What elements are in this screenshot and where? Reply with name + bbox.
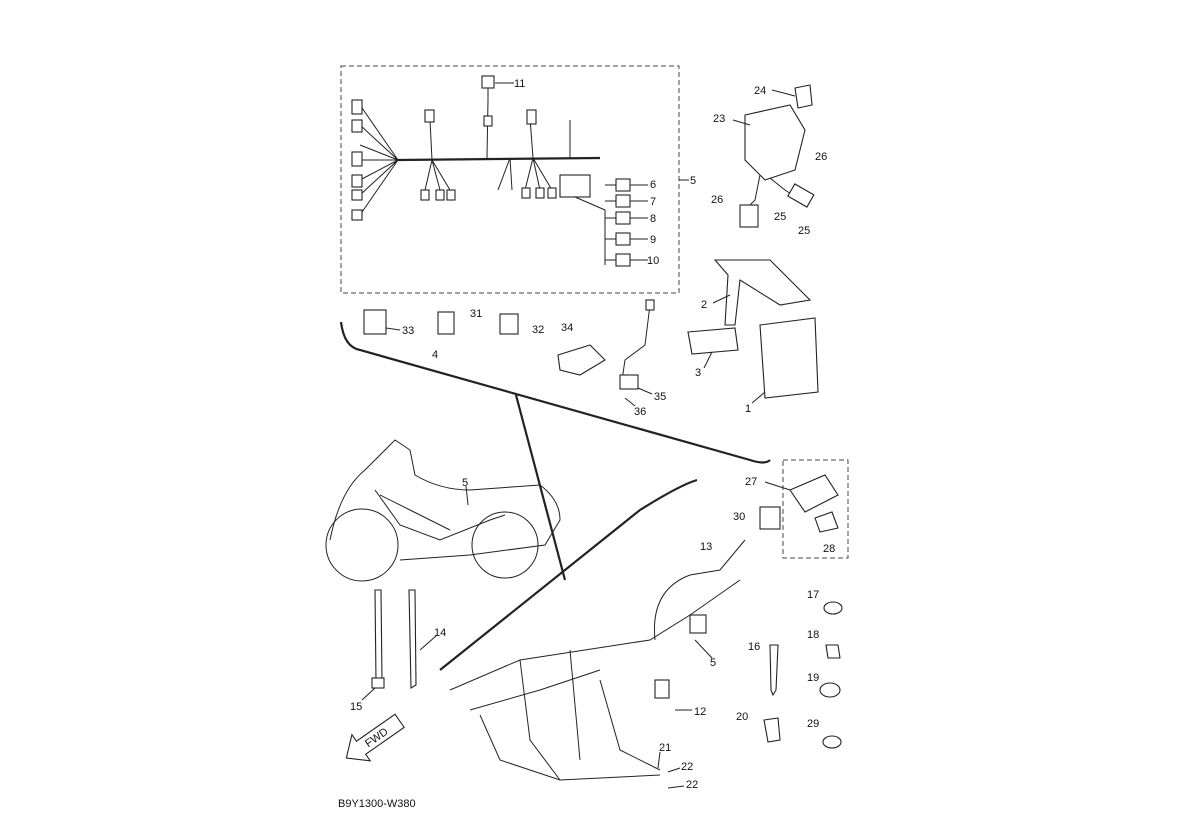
wire-harness-drawing	[351, 75, 631, 267]
callout-11: 11	[514, 78, 525, 90]
callout-5-bike: 5	[462, 477, 468, 489]
part-34	[557, 344, 606, 376]
callout-22: 22	[681, 761, 693, 773]
callout-28: 28	[823, 543, 835, 555]
pointer-line	[514, 394, 567, 581]
callout-29: 29	[807, 718, 819, 730]
cable-tie-14	[408, 589, 417, 689]
ecu-group-box	[782, 459, 849, 559]
callout-34: 34	[561, 322, 573, 334]
main-switch-drawing	[739, 84, 815, 228]
callout-10: 10	[647, 255, 659, 267]
callout-13: 13	[700, 541, 712, 553]
callout-2: 2	[701, 299, 707, 311]
callout-19: 19	[807, 672, 819, 684]
callout-23: 23	[713, 113, 725, 125]
callout-14: 14	[434, 627, 446, 639]
callout-3: 3	[695, 367, 701, 379]
part-28	[814, 511, 839, 533]
part-30	[759, 506, 781, 530]
diagram-code: B9Y1300-W380	[338, 798, 416, 810]
callout-36: 36	[634, 406, 646, 418]
cable-tie-15	[374, 589, 383, 683]
callout-26: 26	[815, 151, 827, 163]
part-31-32	[499, 313, 519, 335]
callout-15: 15	[350, 701, 362, 713]
callout-12: 12	[694, 706, 706, 718]
callout-7: 7	[650, 196, 656, 208]
callout-18: 18	[807, 629, 819, 641]
callout-31: 31	[470, 308, 482, 320]
callout-25: 25	[774, 211, 786, 223]
callout-20: 20	[736, 711, 748, 723]
separator-line	[339, 321, 771, 464]
callout-26-b: 26	[711, 194, 723, 206]
callout-35: 35	[654, 391, 666, 403]
callout-24: 24	[754, 85, 766, 97]
callout-4: 4	[432, 349, 438, 361]
callout-16: 16	[748, 641, 760, 653]
frame-drawing	[449, 539, 746, 781]
part-35-wire	[621, 304, 651, 381]
callout-22-b: 22	[686, 779, 698, 791]
callout-25-b: 25	[798, 225, 810, 237]
part-33	[363, 309, 387, 335]
motorcycle-outline	[325, 439, 561, 582]
callout-1: 1	[745, 403, 751, 415]
clamps-drawing	[763, 601, 843, 749]
callout-33: 33	[402, 325, 414, 337]
callout-17: 17	[807, 589, 819, 601]
callout-8: 8	[650, 213, 656, 225]
callout-6: 6	[650, 179, 656, 191]
callout-5: 5	[690, 175, 696, 187]
callout-32: 32	[532, 324, 544, 336]
callout-21: 21	[659, 742, 671, 754]
callout-30: 30	[733, 511, 745, 523]
frame-separator-line	[439, 478, 698, 671]
callout-5-frame: 5	[710, 657, 716, 669]
callout-9: 9	[650, 234, 656, 246]
battery-drawing	[687, 259, 819, 399]
callout-27: 27	[745, 476, 757, 488]
part-4	[437, 311, 455, 335]
part-27	[789, 474, 839, 513]
forward-arrow: FWD	[345, 713, 405, 762]
